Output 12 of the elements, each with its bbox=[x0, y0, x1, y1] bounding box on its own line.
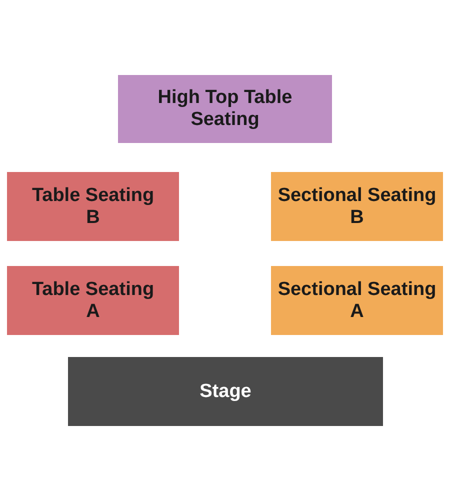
section-label: Table Seating B bbox=[30, 184, 156, 228]
seating-section bbox=[271, 172, 443, 241]
seating-section bbox=[7, 266, 179, 335]
section-label: Stage bbox=[200, 380, 252, 402]
section-label: Sectional Seating A bbox=[276, 278, 438, 322]
seating-section bbox=[7, 172, 179, 241]
seating-section bbox=[271, 266, 443, 335]
section-label: Sectional Seating B bbox=[276, 184, 438, 228]
stage-area bbox=[68, 357, 383, 426]
section-label: High Top Table Seating bbox=[156, 87, 294, 131]
seating-section bbox=[118, 75, 332, 143]
section-label: Table Seating A bbox=[30, 278, 156, 322]
